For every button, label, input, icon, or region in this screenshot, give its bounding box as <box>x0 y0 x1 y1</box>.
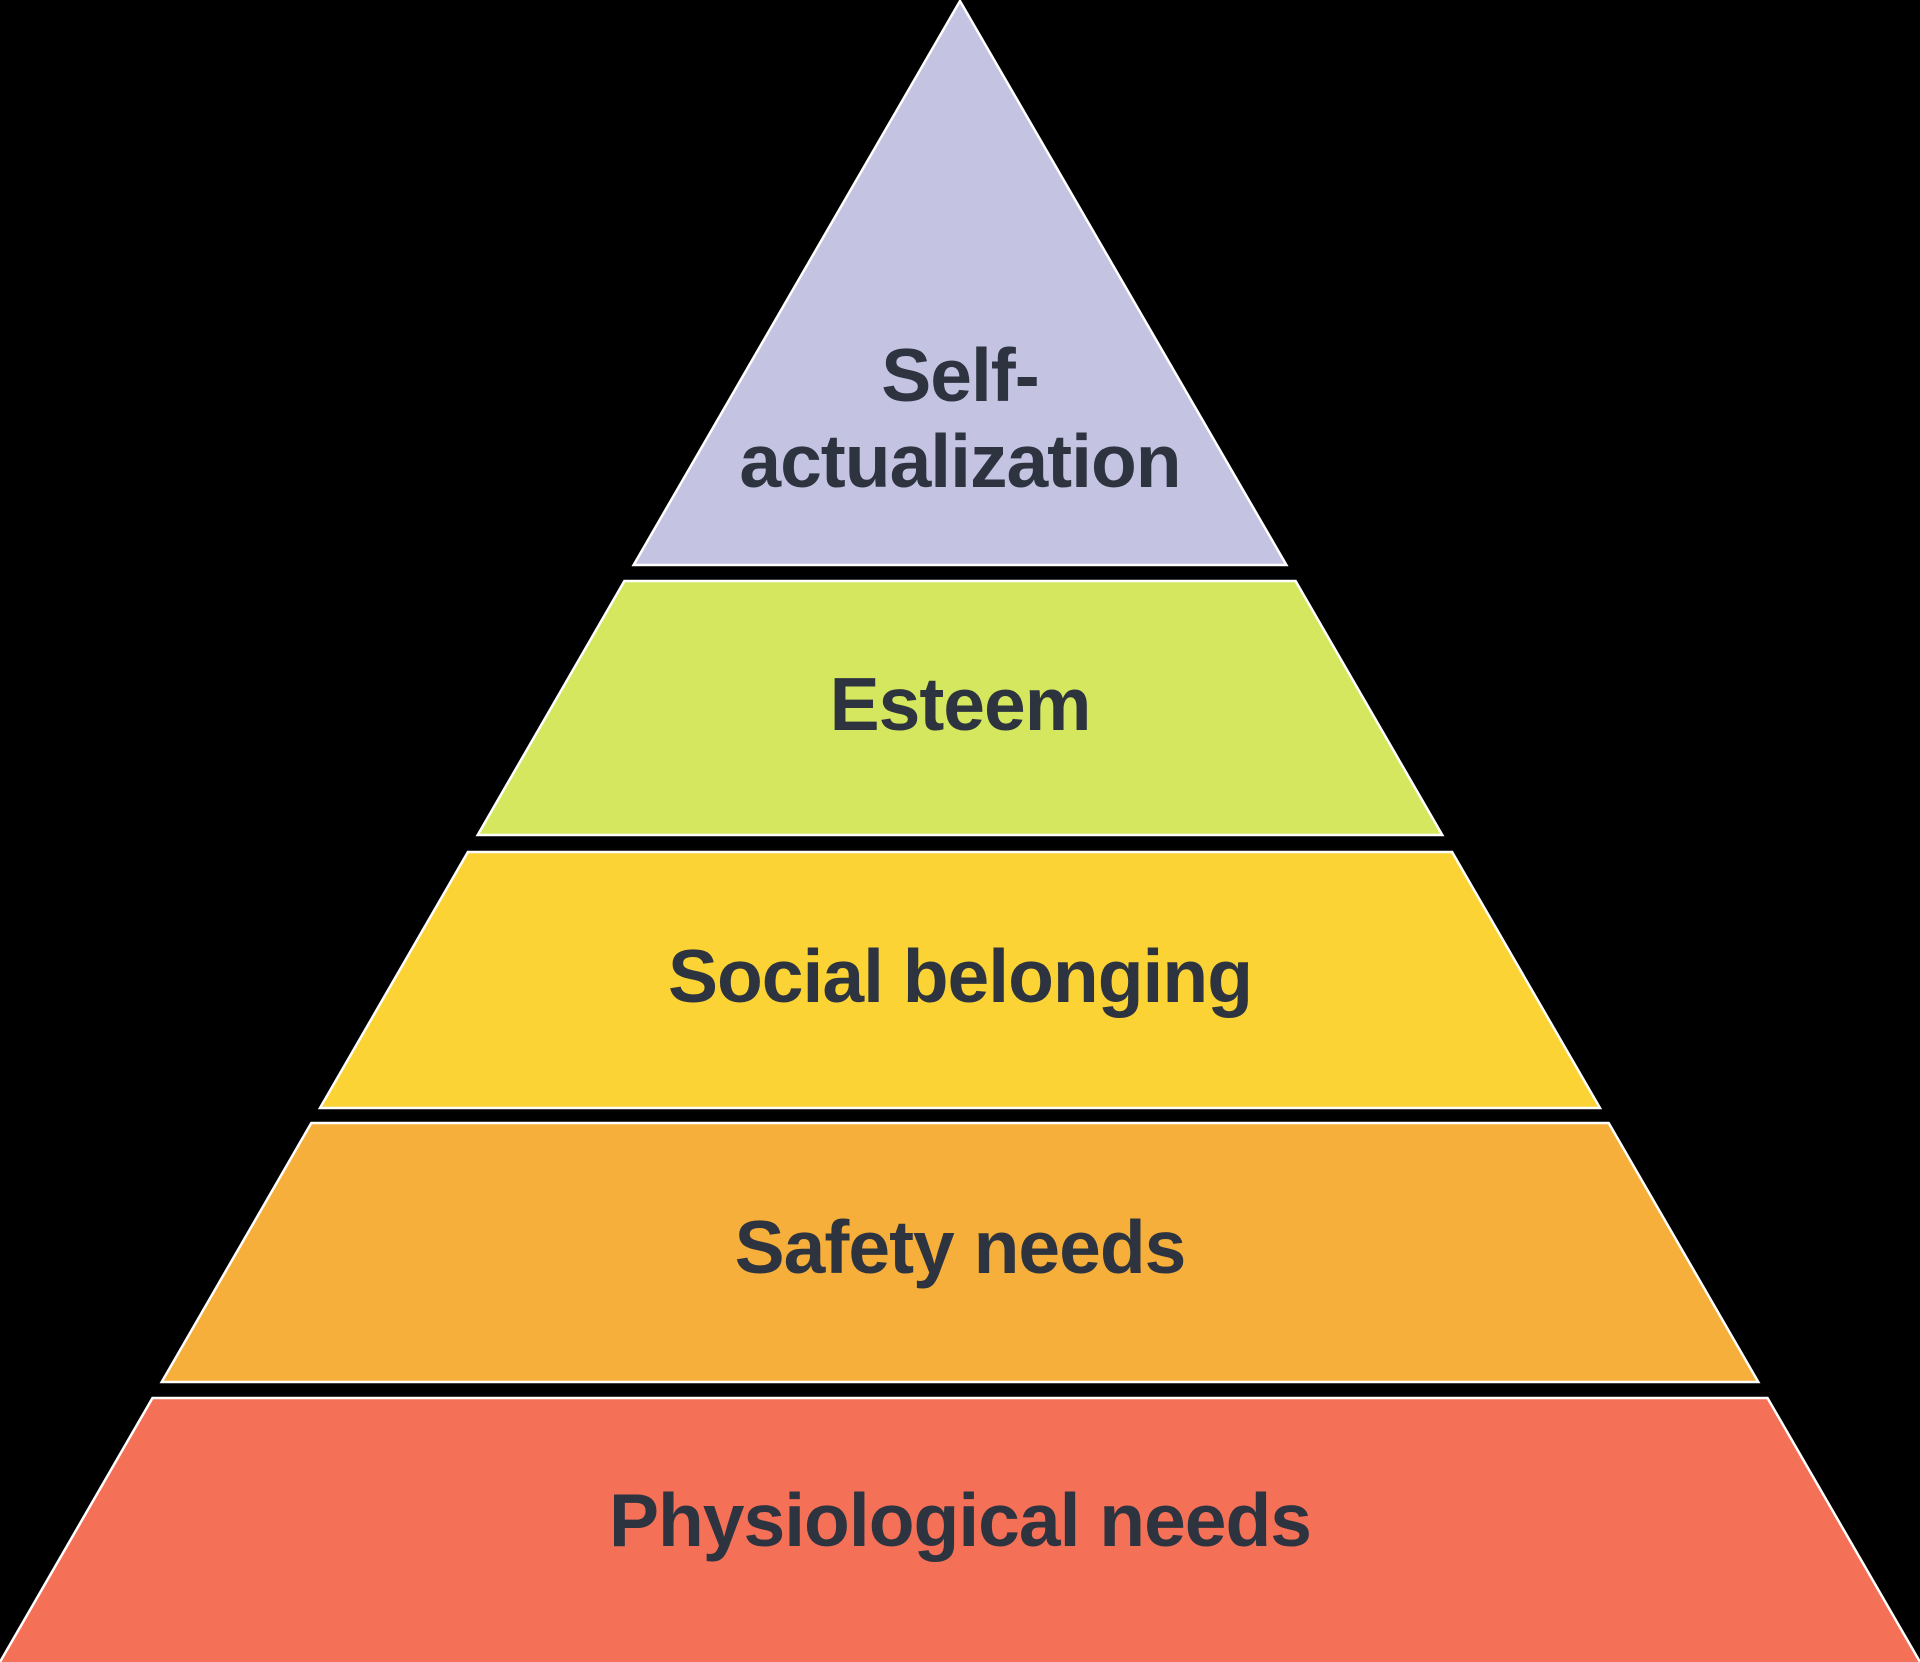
tier-physiological-needs-shape <box>0 1396 1920 1662</box>
tier-social-belonging-label: Social belonging <box>668 934 1252 1018</box>
tier-self-actualization-shape <box>631 0 1289 567</box>
tier-safety-needs: Safety needs <box>159 1121 1761 1384</box>
tier-self-actualization-label-line1: Self- <box>881 333 1039 417</box>
tier-social-belonging-shape <box>317 850 1603 1110</box>
tier-social-belonging: Social belonging <box>317 850 1603 1110</box>
tier-esteem-label: Esteem <box>830 662 1091 746</box>
tier-physiological-needs-label: Physiological needs <box>609 1478 1311 1562</box>
tier-esteem-shape <box>475 579 1445 837</box>
tier-physiological-needs: Physiological needs <box>0 1396 1920 1662</box>
tier-self-actualization: Self- actualization <box>631 0 1289 567</box>
tier-self-actualization-label-line2: actualization <box>739 419 1180 503</box>
tier-safety-needs-shape <box>159 1121 1761 1384</box>
tier-esteem: Esteem <box>475 579 1445 837</box>
tier-safety-needs-label: Safety needs <box>735 1205 1186 1289</box>
